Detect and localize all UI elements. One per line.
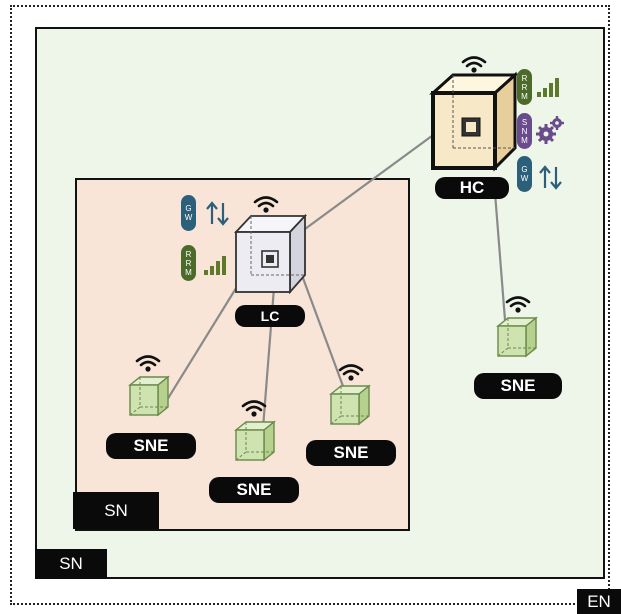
link-lc-hc: [289, 129, 441, 241]
sne-cube-icon: [330, 385, 370, 425]
link-lc-sne-1: [166, 284, 239, 401]
hc-label: HC: [435, 177, 509, 199]
signal-bars-icon: [204, 256, 226, 275]
sn-inner-tag: SN: [73, 492, 159, 529]
up-down-arrows-icon: [205, 201, 230, 226]
hc-cube-icon: [429, 71, 519, 172]
en-frame: [10, 5, 610, 605]
wifi-icon: [135, 355, 161, 373]
wifi-icon: [461, 56, 487, 74]
link-hc-sne: [492, 179, 507, 321]
link-lc-sne-3: [298, 269, 352, 406]
signal-bars-icon: [537, 78, 559, 97]
sne-label: SNE: [106, 433, 196, 459]
gear-icon: [536, 116, 564, 144]
sne-label: SNE: [209, 477, 299, 503]
en-tag: EN: [577, 589, 621, 614]
sn-outer-tag: SN: [35, 549, 107, 579]
wifi-icon: [241, 400, 267, 418]
wifi-icon: [253, 196, 279, 214]
lc-cube-icon: [233, 213, 308, 295]
sne-label: SNE: [306, 440, 396, 466]
sne-label: SNE: [474, 373, 562, 399]
up-down-arrows-icon: [538, 165, 563, 190]
lc-label: LC: [235, 305, 305, 327]
link-lc-sne-2: [261, 274, 277, 429]
sne-cube-icon: [129, 376, 169, 416]
sne-cube-icon: [497, 317, 537, 357]
sne-cube-icon: [235, 421, 275, 461]
wifi-icon: [505, 296, 531, 314]
links: [166, 129, 507, 429]
wifi-icon: [338, 364, 364, 382]
